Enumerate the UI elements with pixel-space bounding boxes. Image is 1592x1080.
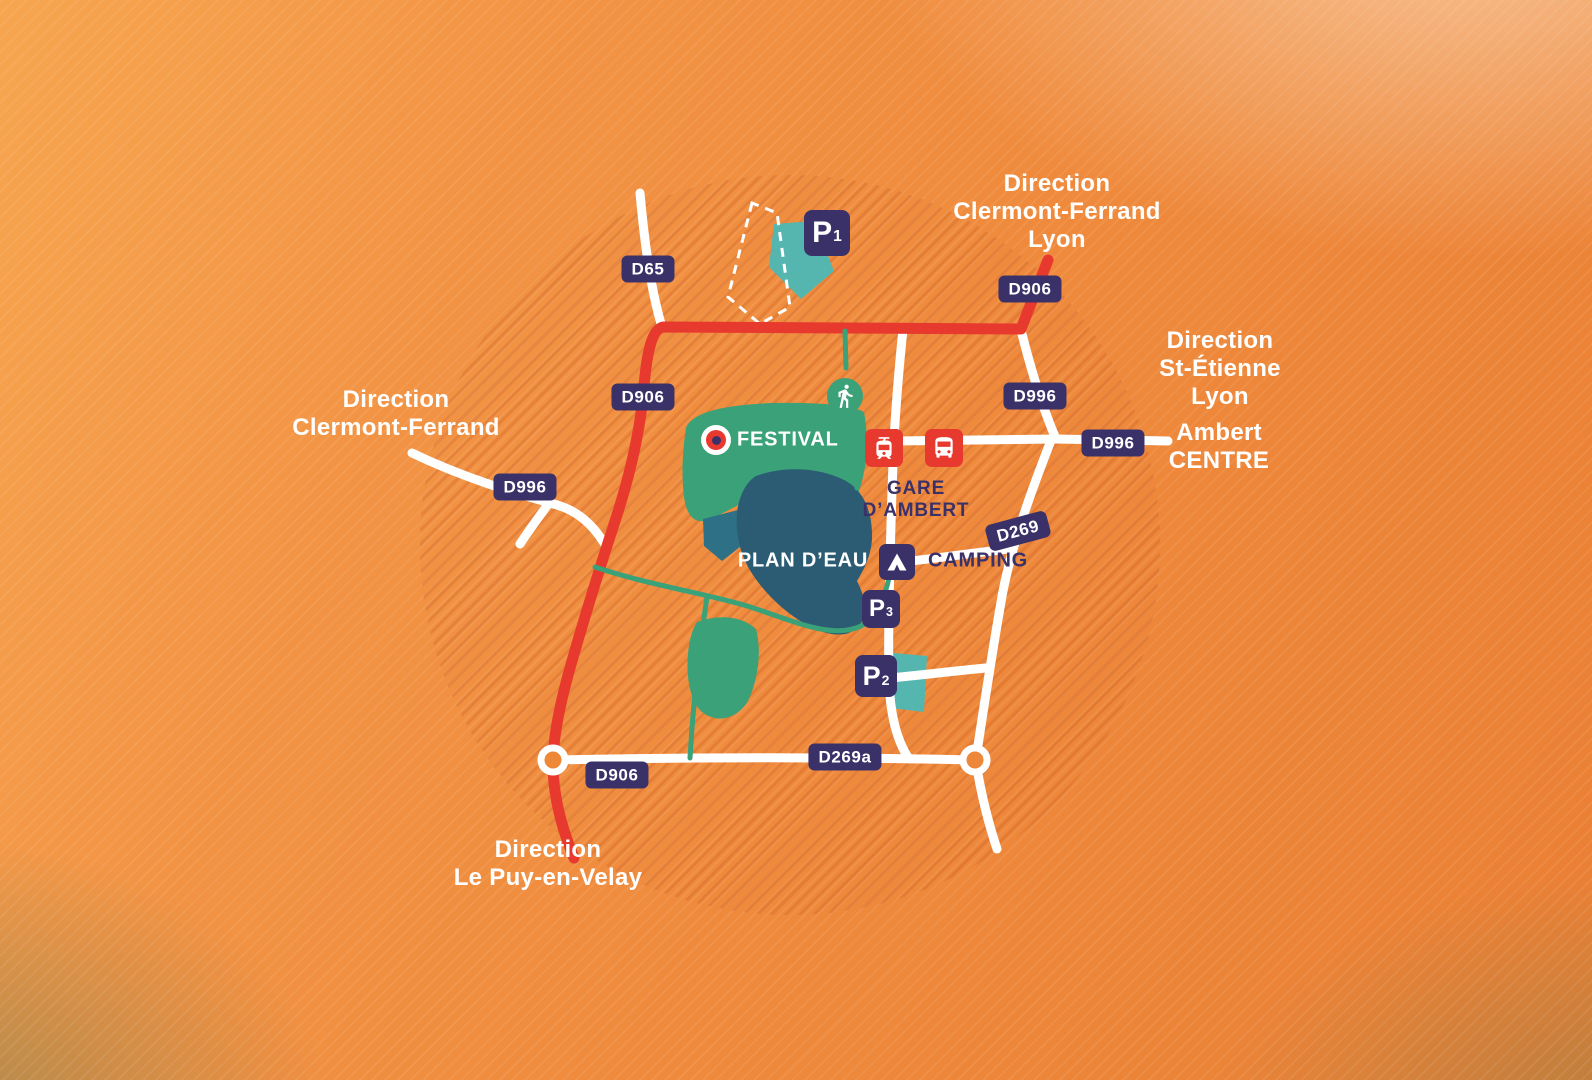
road-badge-d906-mid: D906: [611, 383, 675, 411]
direction-line: St-Étienne: [1159, 355, 1281, 382]
festival-grounds-dashed-outline: [726, 200, 792, 326]
festival-target-icon: [701, 425, 731, 455]
gare-label-line2: D’AMBERT: [862, 500, 970, 521]
parking-letter: P: [862, 660, 881, 691]
gare-label-line1: GARE: [886, 478, 946, 499]
road-d269-south: [971, 757, 1002, 854]
tent-icon: [879, 544, 915, 580]
direction-line: Le Puy-en-Velay: [453, 864, 643, 891]
road-p2-link: [885, 663, 991, 683]
roundabout-west: [537, 744, 569, 776]
parking-letter: P: [812, 216, 833, 249]
green-path-mid: [844, 410, 860, 491]
road-d996-station: [889, 434, 1061, 446]
south-park-area: [687, 617, 759, 719]
direction-label-clermont-west: Direction Clermont-Ferrand: [292, 386, 500, 442]
parking-number: 1: [833, 228, 842, 246]
train-icon: [865, 429, 903, 467]
road-badge-d269a: D269a: [808, 743, 882, 771]
road-d996-west-spur: [515, 498, 554, 549]
tent-glyph: [887, 553, 907, 571]
direction-line: Lyon: [1191, 383, 1249, 410]
direction-line: Direction: [1166, 327, 1274, 354]
road-badge-d996-ne: D996: [1003, 382, 1067, 410]
camping-label: CAMPING: [928, 549, 1029, 572]
direction-label-st-etienne: Direction St-Étienne Lyon: [1159, 327, 1281, 411]
road-badge-d996-west: D996: [493, 473, 557, 501]
direction-line: Direction: [342, 386, 450, 413]
parking-letter: P: [869, 595, 886, 622]
festival-label: FESTIVAL: [737, 428, 839, 451]
gare-label: GARE D’AMBERT: [863, 478, 970, 522]
direction-line: Clermont-Ferrand: [953, 198, 1161, 225]
direction-line: CENTRE: [1168, 447, 1270, 474]
plan-deau-label: PLAN D’EAU: [737, 549, 869, 572]
direction-label-puy-en-velay: Direction Le Puy-en-Velay: [454, 836, 643, 892]
direction-line: Ambert: [1176, 419, 1262, 446]
green-path-south: [687, 594, 710, 761]
direction-line: Direction: [494, 836, 602, 863]
train-glyph: [876, 437, 892, 459]
direction-line: Clermont-Ferrand: [292, 414, 500, 441]
bus-icon: [925, 429, 963, 467]
road-badge-d996-east: D996: [1081, 429, 1145, 457]
road-d269a: [549, 753, 979, 765]
walking-person-icon: [827, 378, 863, 414]
festival-target-core: [711, 435, 721, 445]
lake-small-area: [703, 510, 745, 561]
walking-person-glyph: [838, 384, 853, 408]
roundabout-east: [959, 744, 991, 776]
direction-line: Lyon: [1028, 226, 1086, 253]
road-badge-d906-bottom: D906: [585, 761, 649, 789]
lake-area: [736, 469, 873, 635]
building-near-p2: [891, 653, 927, 712]
bus-glyph: [935, 437, 953, 458]
direction-label-clermont-lyon: Direction Clermont-Ferrand Lyon: [953, 170, 1161, 254]
road-badge-d906-top: D906: [998, 275, 1062, 303]
label-ambert-centre: Ambert CENTRE: [1169, 419, 1269, 475]
green-path-north: [842, 328, 849, 371]
road-badge-d65: D65: [621, 255, 675, 283]
parking-number: 2: [881, 671, 890, 688]
direction-line: Direction: [1003, 170, 1111, 197]
parking-number: 3: [886, 605, 893, 620]
road-d269: [971, 438, 1055, 763]
festival-target-ring: [706, 430, 726, 450]
